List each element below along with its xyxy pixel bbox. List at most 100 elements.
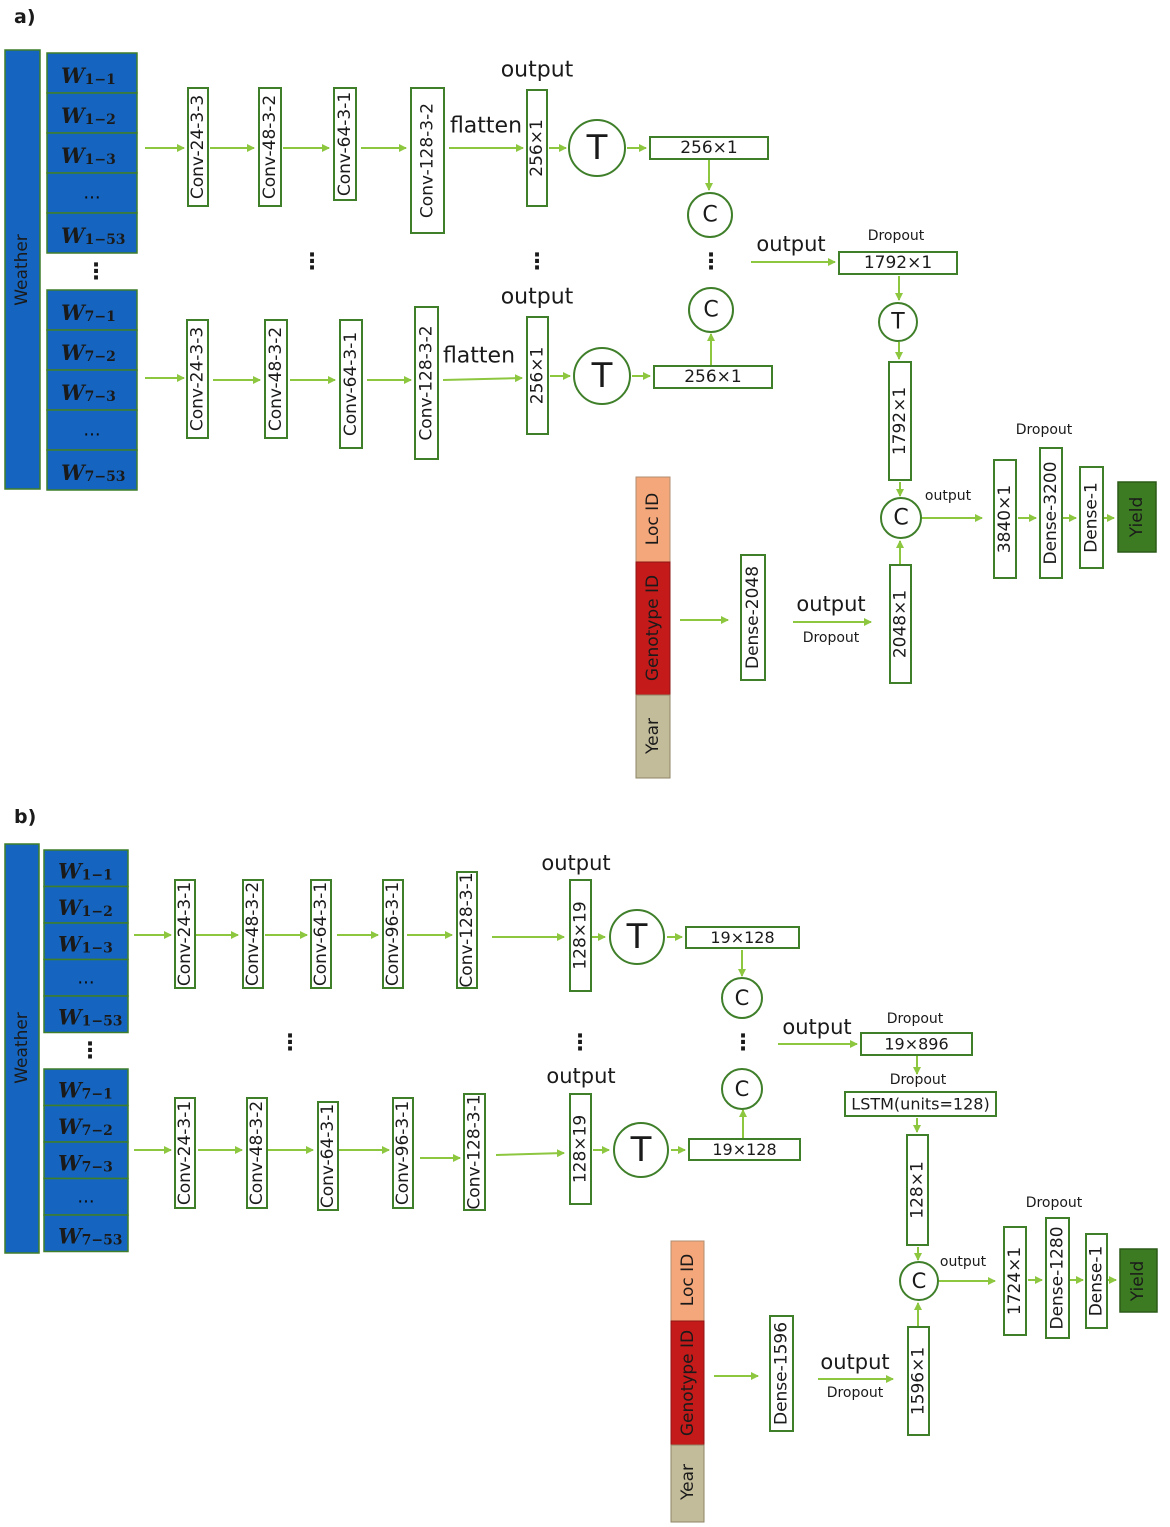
output-label-b-merge: output	[782, 1015, 851, 1039]
conv-layer-b-top-5-label: Conv-128-3-1	[457, 872, 477, 987]
weather-var-symbol: W	[58, 858, 84, 883]
weather-stack-top-a-cell	[46, 132, 138, 174]
weather-stack-top-a: W1−1W1−2W1−3...W1−53	[46, 52, 138, 254]
loc-id-block-a	[635, 476, 671, 563]
lstm-output-box-b	[906, 1134, 929, 1246]
weather-stack-top-b-cell	[43, 958, 129, 997]
weather-stack-top-b-cell	[43, 922, 129, 961]
row-output-box-b-top-label: 19×128	[710, 928, 774, 947]
dense-input-layer-b	[769, 1315, 794, 1432]
conv-layer-b-top-5	[456, 871, 478, 989]
weather-stack-bottom-a-cell	[46, 409, 138, 451]
weather-var-symbol: W	[58, 931, 84, 956]
dropout-label-b-final: Dropout	[1026, 1195, 1083, 1211]
weather-var-symbol: W	[58, 1223, 84, 1248]
weather-stack-bottom-b-cell	[43, 1177, 129, 1216]
conv-layer-a-bottom-1	[186, 319, 209, 439]
conv-layer-b-bottom-4	[392, 1097, 414, 1209]
conv-layer-a-top-1	[187, 87, 209, 207]
weather-gap-dots-b: ⋮	[79, 1039, 101, 1064]
loc-id-label-a: Loc ID	[643, 493, 663, 545]
flatten-label-a-bottom: flatten	[443, 344, 515, 369]
dropout-label-b-merge: Dropout	[887, 1011, 944, 1027]
dense-input-layer-b-label: Dense-1596	[772, 1322, 792, 1425]
feature-box-b-bottom	[569, 1093, 592, 1205]
genotype-id-label-b: Genotype ID	[678, 1330, 698, 1436]
weather-stack-top-b-label: W1−53	[58, 1004, 123, 1030]
transpose-node-a-merge-symbol: T	[890, 310, 905, 335]
feature-box-a-top-label: 256×1	[527, 119, 547, 177]
conv-layer-b-top-4-label: Conv-96-3-1	[383, 882, 403, 986]
weather-stack-top-a-ellipsis: ...	[83, 183, 100, 204]
weather-var-symbol: W	[58, 1077, 84, 1102]
conv-layer-b-bottom-1	[174, 1097, 196, 1209]
output-label-b-dense: output	[820, 1350, 889, 1374]
connector-layer	[134, 144, 1117, 1383]
conv-layer-a-top-2	[258, 87, 282, 207]
conv-layer-a-bottom-4-label: Conv-128-3-2	[417, 325, 437, 440]
yield-block-a	[1117, 481, 1157, 553]
dropout-label-a-merge: Dropout	[868, 228, 925, 244]
weather-var-symbol: W	[61, 223, 87, 248]
weather-var-symbol: W	[61, 143, 87, 168]
conv-layer-b-top-3	[310, 879, 332, 989]
dense-hidden-layer-a-label: Dense-3200	[1041, 461, 1061, 564]
row-output-box-b-bottom-label: 19×128	[712, 1140, 776, 1159]
weather-stack-bottom-b-cell	[43, 1068, 129, 1107]
weather-bar-b-label: Weather	[12, 1012, 32, 1084]
weather-stack-bottom-a-cell	[46, 289, 138, 331]
weather-stack-top-a-label: W1−53	[61, 223, 126, 249]
dense-output-box-a-label: 2048×1	[891, 590, 911, 658]
row-gap-dots-a-2: ⋮	[526, 250, 548, 275]
concat-node-a-top	[687, 192, 733, 238]
concat-node-a-final	[880, 497, 922, 539]
conv-layer-b-top-4	[382, 879, 404, 989]
dropout-label-a-final: Dropout	[1016, 422, 1073, 438]
weather-stack-bottom-b: W7−1W7−2W7−3...W7−53	[43, 1068, 129, 1253]
weather-stack-bottom-b-cell	[43, 1141, 129, 1180]
concat-node-a-bottom	[688, 287, 734, 333]
conv-layer-a-top-1-label: Conv-24-3-3	[188, 95, 208, 199]
conv-layer-a-top-4	[410, 87, 445, 234]
arrow	[495, 1149, 565, 1158]
weather-stack-top-a-label: W1−3	[61, 143, 116, 169]
weather-var-index: 1−53	[85, 232, 126, 248]
output-label-a-merge: output	[756, 232, 825, 256]
weather-stack-top-b: W1−1W1−2W1−3...W1−53	[43, 849, 129, 1034]
output-label-b-top: output	[541, 851, 610, 875]
merged-box-a	[838, 251, 958, 275]
weather-gap-dots-a: ⋮	[85, 260, 107, 285]
year-block-a	[635, 694, 671, 779]
weather-var-index: 7−53	[82, 1232, 123, 1248]
dense-input-layer-a	[740, 554, 766, 681]
row-output-box-b-top	[685, 926, 800, 949]
row-gap-dots-a-3: ⋮	[700, 250, 722, 275]
concat-node-a-final-symbol: C	[893, 506, 908, 531]
transpose-node-a-merge	[878, 302, 918, 342]
weather-stack-top-a-label: W1−1	[61, 63, 116, 89]
weather-var-symbol: W	[58, 1150, 84, 1175]
row-gap-dots-a-1: ⋮	[301, 250, 323, 275]
weather-var-symbol: W	[61, 103, 87, 128]
conv-layer-b-bottom-5-label: Conv-128-3-1	[465, 1094, 485, 1209]
output-label-b-bottom: output	[546, 1064, 615, 1088]
lstm-layer-b-label: LSTM(units=128)	[851, 1095, 989, 1114]
weather-stack-top-a-cell	[46, 212, 138, 254]
weather-var-index: 7−1	[82, 1086, 113, 1102]
transpose-node-b-bottom-symbol: T	[630, 1130, 652, 1170]
concat-box-a	[993, 459, 1017, 579]
output-label-a-bottom: output	[501, 285, 574, 310]
panel-b-label: b)	[14, 806, 36, 828]
weather-stack-bottom-b-label: W7−53	[58, 1223, 123, 1249]
output-label-a-final: output	[925, 488, 972, 504]
merged-transposed-box-a-label: 1792×1	[890, 387, 910, 455]
concat-node-a-bottom-symbol: C	[703, 298, 718, 323]
yield-block-b	[1119, 1248, 1158, 1313]
merged-box-a-label: 1792×1	[864, 253, 932, 273]
arrow	[442, 374, 523, 383]
weather-stack-bottom-a-label: W7−1	[61, 300, 116, 326]
weather-var-index: 7−3	[85, 389, 116, 405]
weather-var-symbol: W	[58, 894, 84, 919]
yield-label-a: Yield	[1127, 497, 1147, 538]
